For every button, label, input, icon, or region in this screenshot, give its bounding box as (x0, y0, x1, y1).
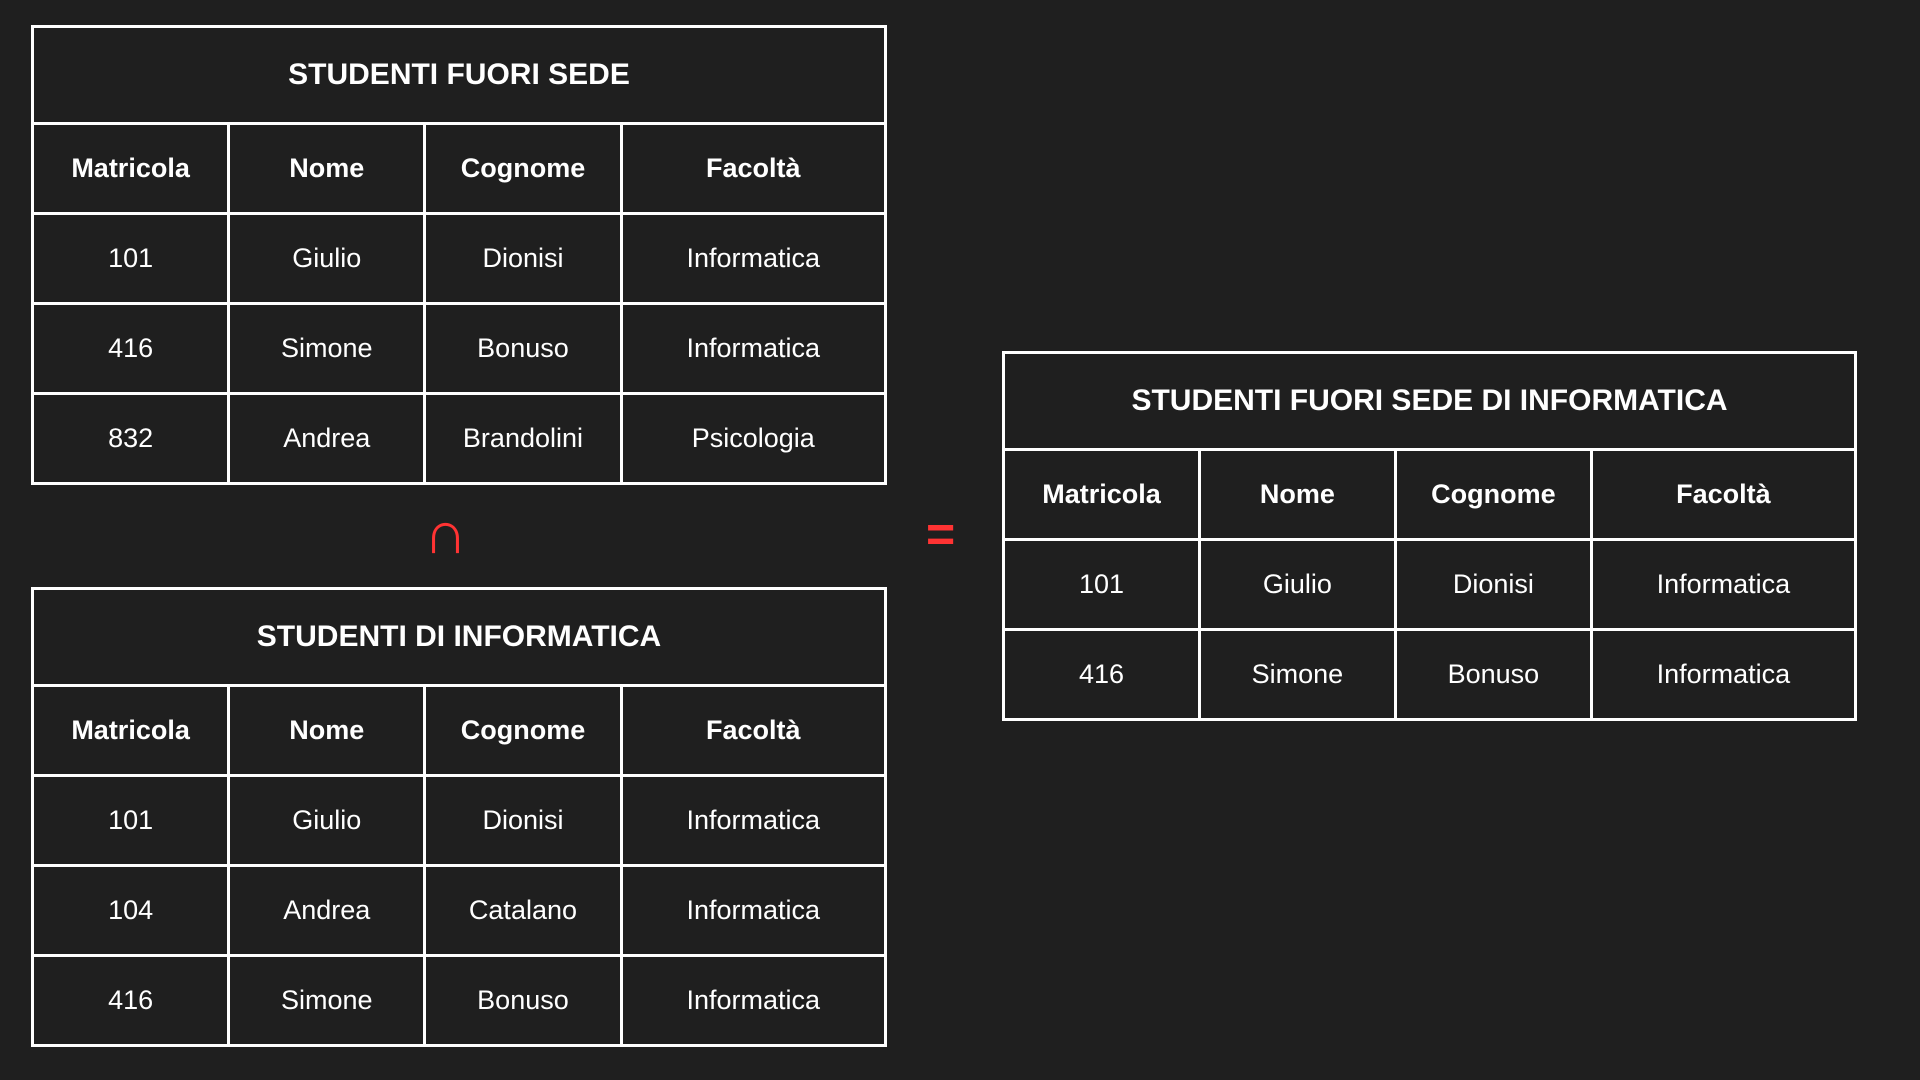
intersection-operator: ∩ (424, 499, 468, 566)
table-cell: Informatica (1589, 538, 1858, 631)
table-cell: 416 (30, 302, 231, 395)
table-cell: 416 (30, 954, 231, 1047)
column-header: Facoltà (619, 122, 888, 215)
table-cell: 416 (1002, 628, 1201, 721)
column-header: Facoltà (1589, 448, 1858, 541)
column-header: Matricola (30, 122, 231, 215)
table-cell: Catalano (423, 864, 623, 957)
column-header: Cognome (1393, 448, 1593, 541)
table-cell: Bonuso (423, 954, 623, 1047)
column-header: Cognome (423, 684, 623, 777)
table-cell: Informatica (619, 302, 888, 395)
column-header: Facoltà (619, 684, 888, 777)
table-cell: Andrea (227, 392, 427, 485)
table-cell: Giulio (227, 212, 427, 305)
column-header: Matricola (1002, 448, 1201, 541)
table-cell: Andrea (227, 864, 427, 957)
table-title: STUDENTI DI INFORMATICA (31, 587, 887, 687)
table-cell: Informatica (1589, 628, 1858, 721)
table-cell: Simone (227, 954, 427, 1047)
column-header: Cognome (423, 122, 623, 215)
table-cell: Informatica (619, 954, 888, 1047)
equals-operator: = (926, 506, 956, 562)
table-cell: Informatica (619, 212, 888, 305)
table-cell: Informatica (619, 774, 888, 867)
column-header: Matricola (30, 684, 231, 777)
table-cell: Giulio (1197, 538, 1397, 631)
table-cell: 104 (30, 864, 231, 957)
table-cell: 101 (30, 212, 231, 305)
column-header: Nome (227, 684, 427, 777)
table-cell: Bonuso (423, 302, 623, 395)
table-cell: Simone (1197, 628, 1397, 721)
table-title: STUDENTI FUORI SEDE (31, 25, 887, 125)
table-cell: Giulio (227, 774, 427, 867)
column-header: Nome (227, 122, 427, 215)
table-title: STUDENTI FUORI SEDE DI INFORMATICA (1002, 351, 1857, 451)
table-cell: 101 (30, 774, 231, 867)
table-cell: 101 (1002, 538, 1201, 631)
table-cell: 832 (30, 392, 231, 485)
table-cell: Brandolini (423, 392, 623, 485)
table-cell: Dionisi (423, 212, 623, 305)
table-cell: Informatica (619, 864, 888, 957)
table-cell: Dionisi (423, 774, 623, 867)
table-cell: Simone (227, 302, 427, 395)
column-header: Nome (1197, 448, 1397, 541)
table-cell: Dionisi (1393, 538, 1593, 631)
table-cell: Bonuso (1393, 628, 1593, 721)
table-cell: Psicologia (619, 392, 888, 485)
